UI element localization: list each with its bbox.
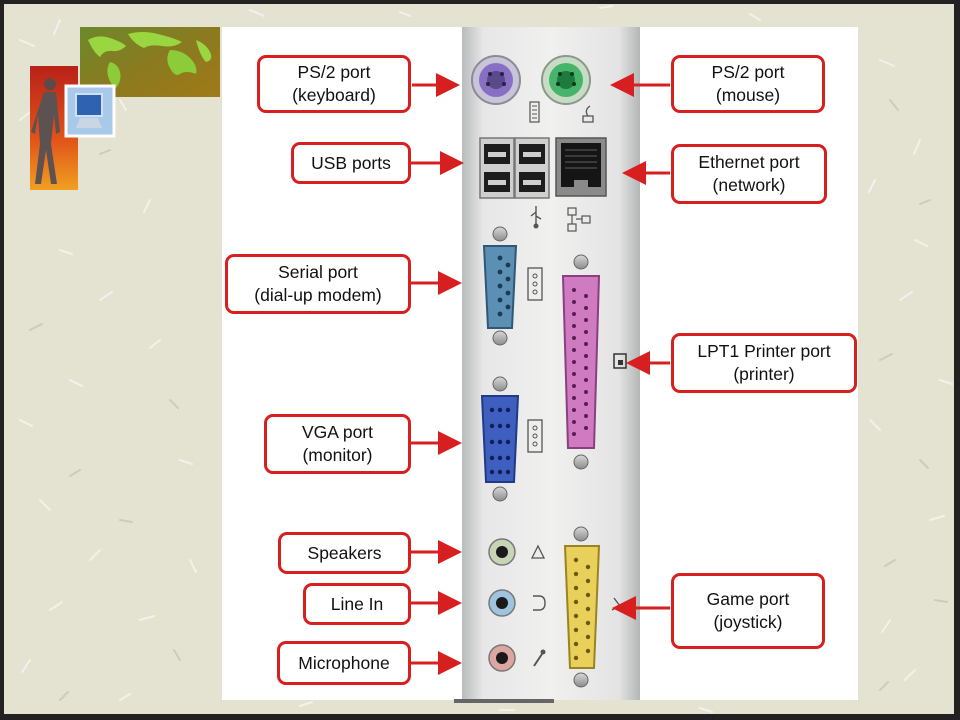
serial-port: [482, 226, 518, 346]
callout-usb: USB ports: [291, 142, 411, 184]
monitor-symbol-icon: [527, 419, 543, 453]
callout-microphone: Microphone: [277, 641, 411, 685]
callout-lpt1: LPT1 Printer port (printer): [671, 333, 857, 393]
network-symbol-icon: [567, 207, 591, 232]
bottom-bar: [454, 699, 554, 703]
callout-line: (monitor): [302, 445, 373, 465]
callout-line: PS/2 port: [297, 62, 371, 82]
line-in-symbol-icon: [533, 595, 546, 611]
printer-symbol-icon: [613, 353, 627, 369]
microphone-symbol-icon: [533, 649, 546, 667]
callout-line: Microphone: [298, 652, 390, 673]
callout-line: LPT1 Printer port: [697, 341, 831, 361]
vga-port: [480, 376, 520, 502]
callout-ps2-mouse: PS/2 port (mouse): [671, 55, 825, 113]
callout-line: Serial port: [278, 262, 358, 282]
callout-line: (dial-up modem): [254, 285, 382, 305]
callout-vga: VGA port (monitor): [264, 414, 411, 474]
callout-line: (joystick): [713, 612, 783, 632]
speakers-jack: [488, 538, 516, 566]
callout-line: (keyboard): [292, 85, 376, 105]
line-in-jack: [488, 589, 516, 617]
callout-ethernet: Ethernet port (network): [671, 144, 827, 204]
ps2-mouse-port: [541, 55, 591, 105]
ethernet-port: [555, 137, 607, 197]
ps2-keyboard-port: [471, 55, 521, 105]
callout-line: Line In: [330, 593, 384, 614]
callout-serial: Serial port (dial-up modem): [225, 254, 411, 314]
callout-line: (network): [712, 175, 786, 195]
speaker-symbol-icon: [530, 544, 546, 559]
mouse-symbol-icon: [582, 105, 594, 123]
lpt1-printer-port: [561, 254, 601, 470]
callout-arrows: [410, 73, 670, 675]
callout-line: Ethernet port: [698, 152, 800, 172]
callout-ps2-keyboard: PS/2 port (keyboard): [257, 55, 411, 113]
callout-speakers: Speakers: [278, 532, 411, 574]
callout-line: USB ports: [311, 152, 391, 173]
callout-line: Speakers: [307, 542, 382, 563]
callout-line: (mouse): [715, 85, 781, 105]
callout-line: (printer): [733, 364, 795, 384]
callout-line-in: Line In: [303, 583, 411, 625]
serial-symbol-icon: [527, 267, 543, 301]
usb-symbol-icon: [530, 206, 542, 229]
callout-line: PS/2 port: [711, 62, 785, 82]
microphone-jack: [488, 644, 516, 672]
callout-game: Game port (joystick): [671, 573, 825, 649]
keyboard-symbol-icon: [529, 101, 540, 123]
callout-line: VGA port: [301, 422, 373, 442]
usb-port-stack: [479, 137, 550, 199]
game-port: [563, 526, 601, 688]
callout-line: Game port: [706, 589, 790, 609]
